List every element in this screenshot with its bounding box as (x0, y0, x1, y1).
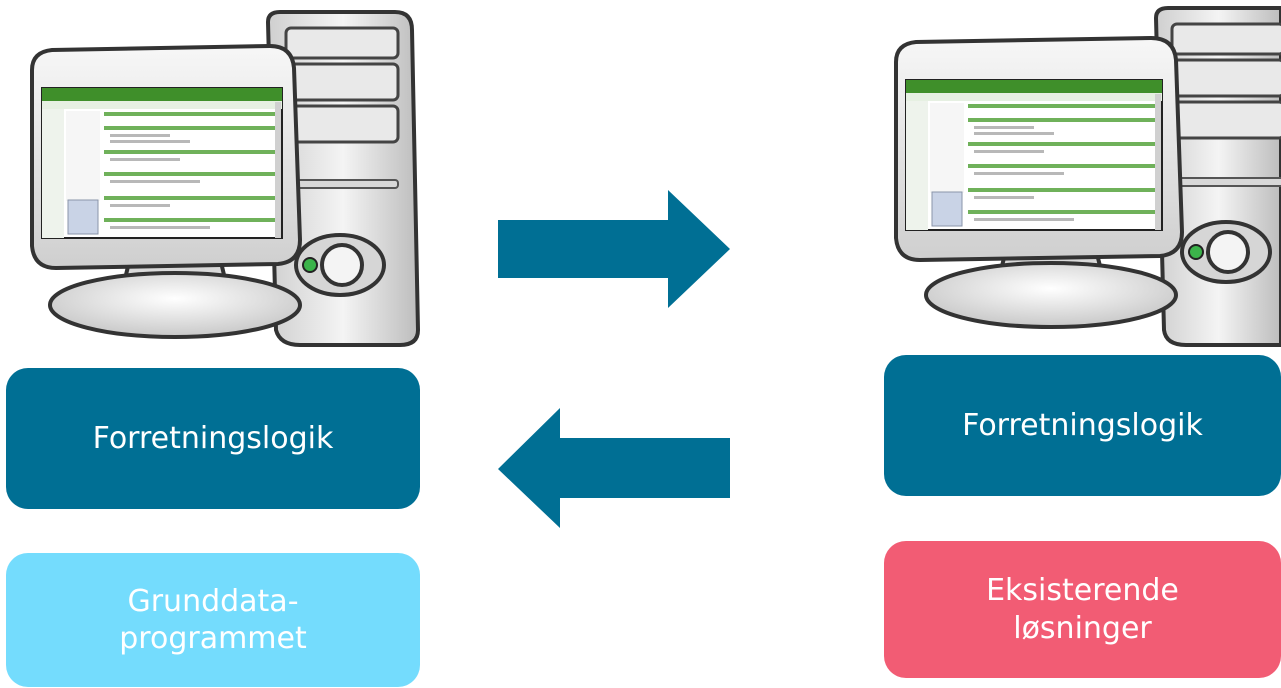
arrow-right-icon (498, 190, 730, 308)
left-business-logic-label: Forretningslogik (92, 420, 334, 456)
arrow-left-icon (498, 408, 730, 528)
left-business-logic-box: Forretningslogik (6, 368, 420, 509)
grunddata-label: Grunddata- programmet (119, 583, 307, 657)
existing-solutions-label: Eksisterende løsninger (986, 573, 1179, 646)
computer-right-icon (894, 6, 1281, 347)
existing-solutions-box: Eksisterende løsninger (884, 541, 1281, 678)
right-business-logic-label: Forretningslogik (962, 407, 1203, 443)
computer-left-icon (30, 10, 421, 347)
right-business-logic-box: Forretningslogik (884, 355, 1281, 496)
grunddata-box: Grunddata- programmet (6, 553, 420, 687)
